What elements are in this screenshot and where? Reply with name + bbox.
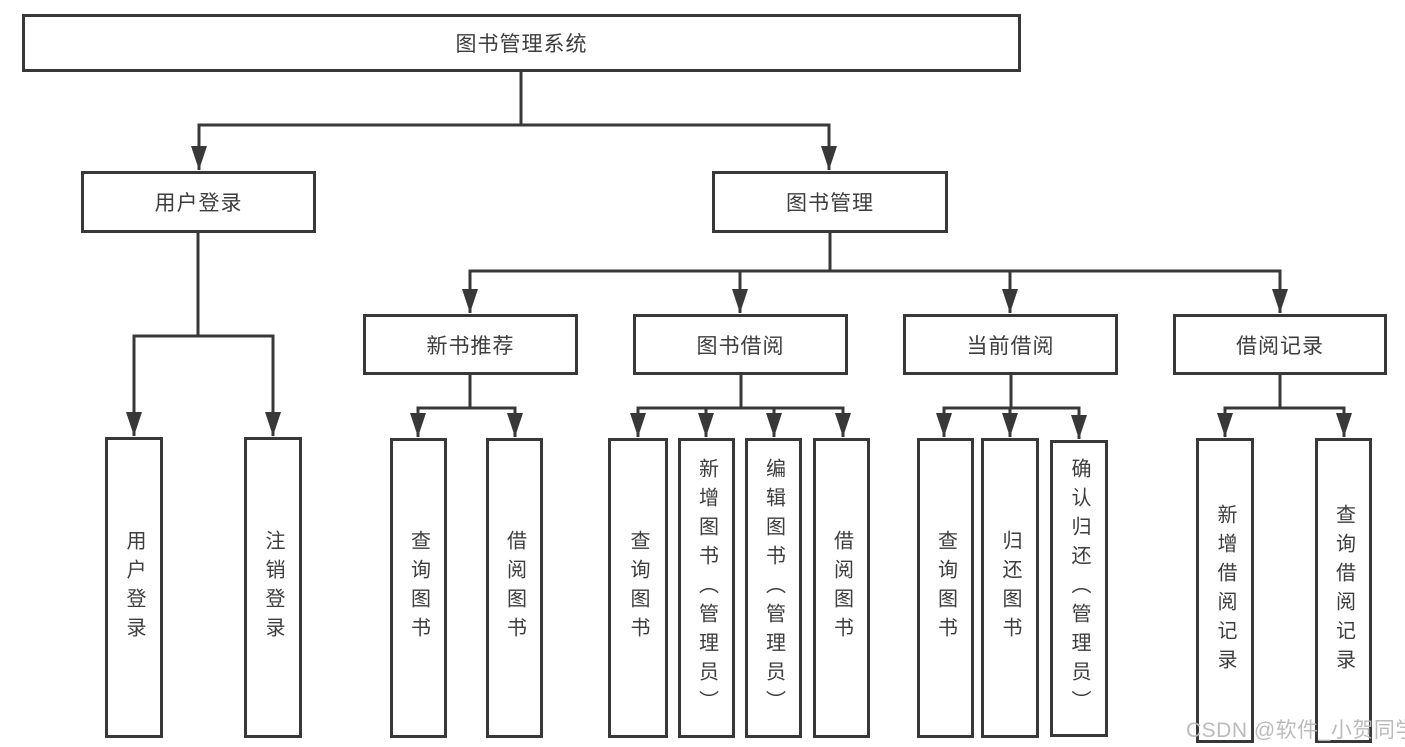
node-root-system: 图书管理系统 (22, 14, 1021, 72)
node-book-management: 图书管理 (712, 171, 948, 233)
leaf-query-books-2-label: 查询图书 (627, 530, 649, 646)
leaf-query-borrow-record: 查询借阅记录 (1315, 438, 1372, 743)
leaf-query-books-3: 查询图书 (917, 438, 974, 738)
leaf-return-book: 归还图书 (981, 438, 1039, 738)
edges-book-management (462, 233, 1288, 313)
leaf-query-books-1-label: 查询图书 (407, 530, 430, 646)
leaf-edit-book-admin: 编辑图书（管理员） (745, 438, 802, 738)
node-new-book-recommend: 新书推荐 (363, 314, 578, 375)
leaf-query-borrow-record-label: 查询借阅记录 (1332, 503, 1355, 678)
node-book-borrow: 图书借阅 (633, 314, 848, 375)
node-book-management-label: 图书管理 (786, 192, 874, 215)
node-book-borrow-label: 图书借阅 (696, 334, 785, 358)
leaf-query-books-2: 查询图书 (608, 438, 668, 738)
node-current-borrow-label: 当前借阅 (966, 334, 1055, 358)
leaf-logout-label: 注销登录 (262, 529, 284, 646)
leaf-query-books-1: 查询图书 (390, 438, 447, 738)
leaf-edit-book-admin-label: 编辑图书（管理员） (762, 457, 785, 719)
leaf-add-borrow-record: 新增借阅记录 (1196, 438, 1254, 743)
edges-borrow-records (1217, 375, 1352, 437)
edges-new-books (410, 375, 523, 437)
watermark: CSDN @软件_小贺同学 (1186, 719, 1405, 742)
leaf-borrow-books-2: 借阅图书 (813, 438, 870, 738)
edges-current-borrow (936, 375, 1087, 439)
leaf-query-books-3-label: 查询图书 (934, 530, 957, 646)
node-current-borrow: 当前借阅 (903, 314, 1118, 375)
node-user-login: 用户登录 (81, 171, 316, 233)
leaf-borrow-books-2-label: 借阅图书 (830, 530, 853, 646)
edges-book-borrow (630, 375, 851, 437)
leaf-add-book-admin-label: 新增图书（管理员） (695, 457, 718, 719)
leaf-add-borrow-record-label: 新增借阅记录 (1214, 503, 1236, 678)
node-borrow-records-label: 借阅记录 (1236, 334, 1324, 358)
leaf-return-book-label: 归还图书 (999, 530, 1021, 646)
leaf-user-login: 用户登录 (105, 437, 163, 738)
edges-root (191, 72, 837, 170)
leaf-confirm-return-admin-label: 确认归还（管理员） (1068, 458, 1090, 719)
edges-user-login (126, 233, 281, 436)
node-new-book-recommend-label: 新书推荐 (426, 334, 515, 358)
node-user-login-label: 用户登录 (154, 192, 243, 215)
leaf-logout: 注销登录 (244, 437, 302, 738)
leaf-borrow-books-1-label: 借阅图书 (503, 530, 526, 646)
node-borrow-records: 借阅记录 (1173, 314, 1387, 375)
leaf-confirm-return-admin: 确认归还（管理员） (1050, 440, 1108, 737)
leaf-add-book-admin: 新增图书（管理员） (678, 438, 735, 738)
node-root-label: 图书管理系统 (455, 33, 588, 56)
leaf-user-login-label: 用户登录 (123, 529, 145, 646)
leaf-borrow-books-1: 借阅图书 (486, 438, 543, 738)
